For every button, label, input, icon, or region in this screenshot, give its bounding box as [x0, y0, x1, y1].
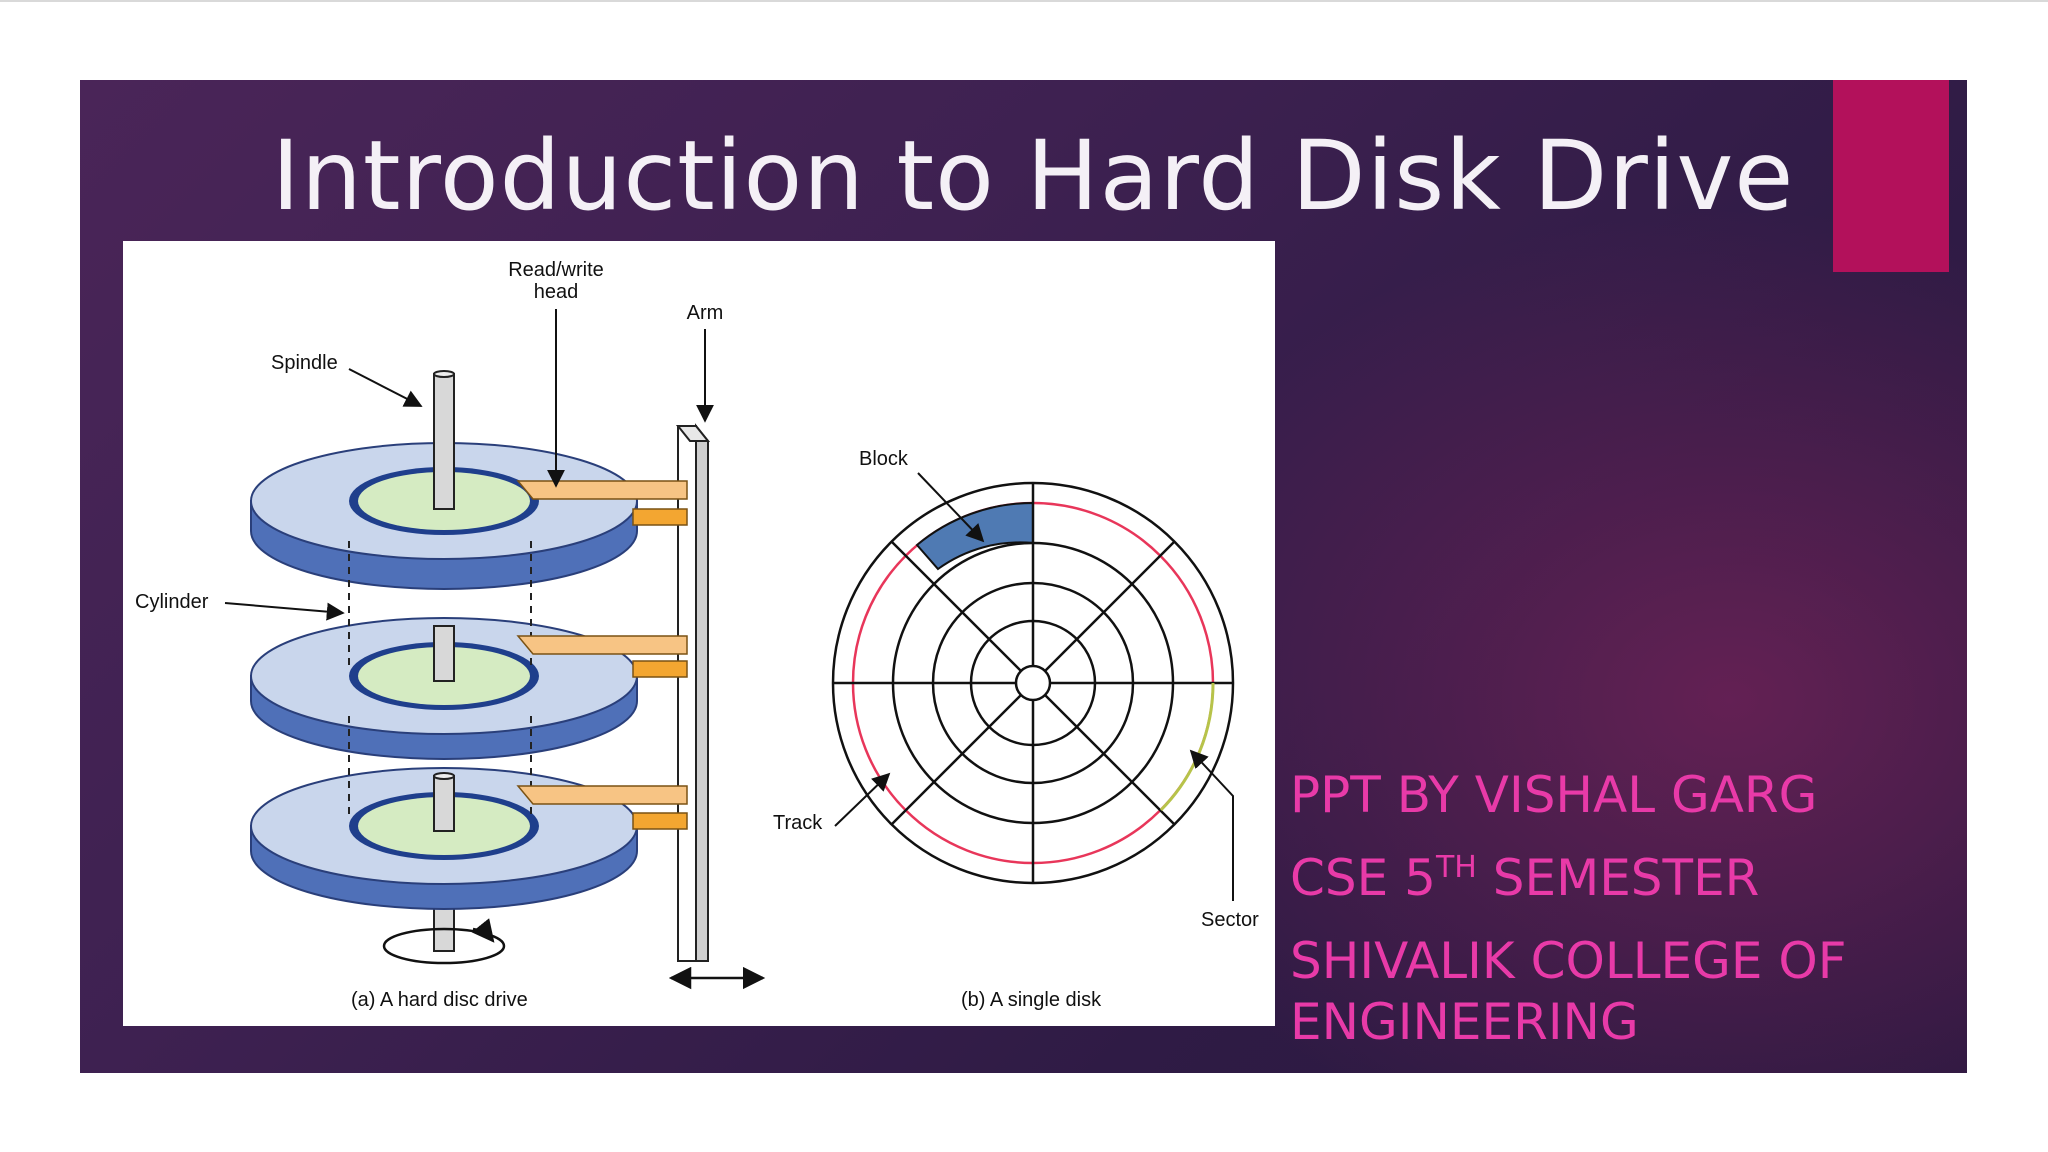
credit-author: PPT BY VISHAL GARG — [1290, 766, 1818, 824]
caption-b: (b) A single disk — [961, 989, 1102, 1011]
label-block: Block — [859, 448, 909, 470]
label-spindle: Spindle — [271, 352, 338, 374]
label-sector: Sector — [1201, 909, 1259, 931]
credit-semester-pre: CSE 5 — [1290, 849, 1436, 907]
label-read-write-head-2: head — [534, 281, 579, 303]
caption-a: (a) A hard disc drive — [351, 989, 528, 1011]
credit-semester: CSE 5TH SEMESTER — [1290, 848, 1990, 909]
credits-block: PPT BY VISHAL GARG CSE 5TH SEMESTER SHIV… — [1290, 765, 1990, 1053]
arm-pole — [675, 423, 711, 962]
credit-college-line-1: SHIVALIK COLLEGE OF — [1290, 932, 1847, 990]
platter-1 — [250, 370, 638, 590]
credit-college-line-2: ENGINEERING — [1290, 993, 1639, 1051]
credit-semester-post: SEMESTER — [1476, 849, 1760, 907]
head-3 — [516, 785, 688, 830]
label-arrows-a — [224, 309, 714, 621]
label-read-write-head-1: Read/write — [508, 259, 604, 281]
top-border — [0, 0, 2048, 2]
slide-title: Introduction to Hard Disk Drive — [271, 120, 1795, 232]
label-arrows-b — [834, 472, 1234, 901]
label-cylinder: Cylinder — [135, 591, 209, 613]
head-2 — [516, 635, 688, 678]
label-arm: Arm — [687, 302, 724, 324]
credit-semester-sup: TH — [1435, 850, 1477, 885]
block-sector — [915, 501, 1034, 571]
accent-bar — [1833, 80, 1949, 272]
spindle-bottom — [382, 900, 506, 965]
single-disk — [831, 481, 1235, 885]
hard-disk-diagram: Read/write head Arm Spindle Cylinder (a)… — [123, 241, 1275, 1026]
label-track: Track — [773, 812, 823, 834]
